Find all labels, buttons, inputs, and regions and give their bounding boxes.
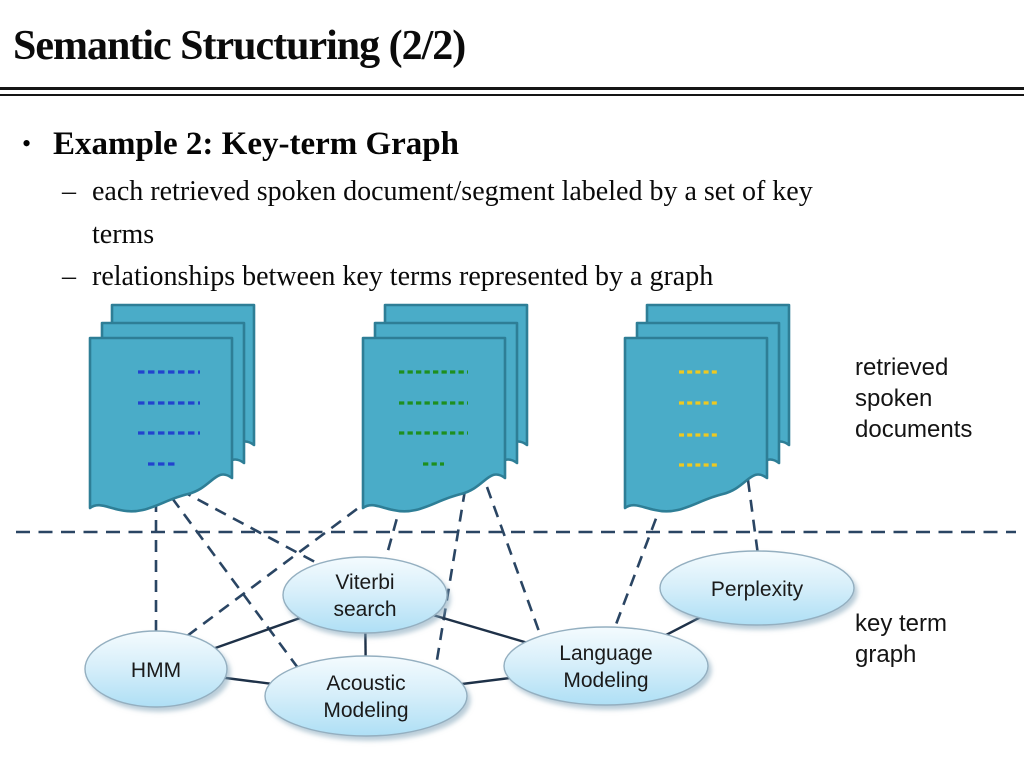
sub-bullet-1-text: each retrieved spoken document/segment l… (92, 176, 813, 250)
doc2-page-front (361, 336, 507, 513)
node-language-modeling: Language Modeling (503, 626, 709, 706)
language-label-line2: Modeling (563, 669, 648, 692)
edge-doc3-perplexity (746, 479, 760, 556)
viterbi-ellipse (282, 556, 448, 634)
title-double-rule (0, 87, 1024, 96)
edge-doc2-language (485, 486, 547, 649)
sub-bullet-1: – each retrieved spoken document/segment… (62, 170, 813, 256)
node-hmm: HMM (84, 630, 228, 708)
document-stack-1 (88, 303, 256, 513)
acoustic-ellipse (264, 655, 468, 737)
edge-doc2-hmm (174, 495, 374, 647)
document-stack-2 (361, 303, 529, 513)
retrieved-spoken-documents-label: retrieved spoken documents (855, 354, 973, 443)
viterbi-label-line1: Viterbi (335, 571, 394, 594)
hmm-label: HMM (131, 659, 181, 682)
sub-bullet-1-marker: – (62, 176, 76, 207)
slide-title: Semantic Structuring (2/2) (13, 23, 466, 69)
acoustic-label-line1: Acoustic (326, 672, 405, 695)
edge-doc2-acoustic (433, 489, 467, 673)
node-acoustic-modeling: Acoustic Modeling (264, 655, 468, 737)
bullet-heading: Example 2: Key-term Graph (53, 126, 460, 162)
node-viterbi-search: Viterbi search (282, 556, 448, 634)
language-ellipse (503, 626, 709, 706)
sub-bullet-2-marker: – (62, 261, 76, 292)
sub-bullet-2-text: relationships between key terms represen… (92, 261, 714, 292)
bullet-heading-row: • Example 2: Key-term Graph (22, 124, 459, 164)
edge-doc3-language (610, 499, 665, 636)
perplexity-label: Perplexity (711, 578, 804, 601)
doc3-keyterm-lines (679, 370, 717, 467)
node-perplexity: Perplexity (659, 550, 855, 626)
doc1-page-front (88, 336, 234, 513)
acoustic-label-line2: Modeling (323, 699, 408, 722)
term-nodes: HMM Viterbi search Acoustic Modeling Lan… (84, 550, 855, 737)
viterbi-label-line2: search (333, 598, 396, 621)
bullet-marker: • (22, 129, 32, 158)
edge-doc1-acoustic (170, 497, 300, 669)
document-stack-3 (623, 303, 791, 513)
sub-bullet-2: – relationships between key terms repres… (62, 255, 713, 298)
doc2-keyterm-lines (399, 370, 468, 466)
doc3-page-front (623, 336, 769, 513)
perplexity-ellipse (659, 550, 855, 626)
edge-doc1-viterbi (179, 488, 331, 572)
language-label-line1: Language (559, 642, 652, 665)
key-term-graph-label: key term graph (855, 610, 948, 668)
doc1-keyterm-lines (138, 370, 200, 466)
hmm-ellipse (84, 630, 228, 708)
